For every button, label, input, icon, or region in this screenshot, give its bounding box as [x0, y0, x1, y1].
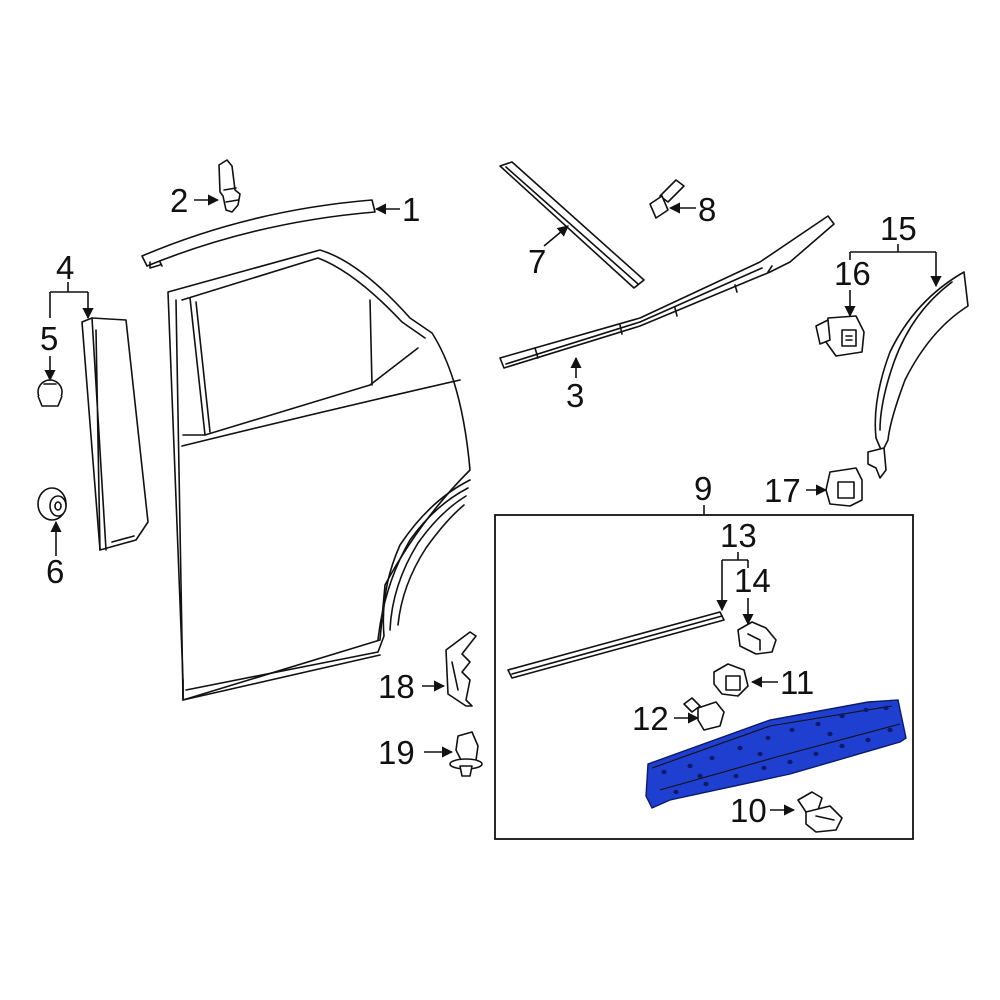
- callout-12: 12: [632, 700, 669, 737]
- panel-hole: [765, 735, 771, 741]
- panel-hole: [887, 727, 893, 733]
- panel-hole: [697, 773, 703, 779]
- panel-hole: [687, 763, 693, 769]
- panel-hole: [757, 751, 763, 757]
- part-11-clip: [713, 663, 749, 697]
- panel-hole: [673, 789, 679, 795]
- panel-hole: [839, 743, 845, 749]
- callout-19: 19: [378, 734, 415, 771]
- panel-hole: [733, 773, 739, 779]
- part-18-bracket: [445, 631, 477, 707]
- callout-11: 11: [780, 664, 814, 701]
- part-8-bolt: [649, 179, 685, 219]
- callout-15: 15: [880, 210, 917, 247]
- callout-10: 10: [730, 792, 767, 829]
- callout-8: 8: [698, 191, 716, 228]
- part-12-screw-clip: [683, 697, 725, 731]
- callout-1: 1: [402, 191, 420, 228]
- part-15-arch-molding: [867, 271, 969, 479]
- panel-hole: [709, 755, 715, 761]
- callout-13: 13: [720, 517, 757, 554]
- panel-hole: [865, 737, 871, 743]
- panel-hole: [883, 705, 889, 711]
- callout-9: 9: [694, 470, 712, 507]
- callout-6: 6: [46, 553, 64, 590]
- part-13-rocker-strip: [507, 611, 725, 679]
- callout-7: 7: [528, 243, 546, 280]
- panel-hole: [813, 751, 819, 757]
- callout-2: 2: [170, 182, 188, 219]
- panel-hole: [839, 713, 845, 719]
- rear-door-panel: [167, 249, 471, 701]
- panel-hole: [863, 707, 869, 713]
- part-16-clip: [815, 315, 865, 357]
- part-5-clip: [37, 379, 63, 407]
- part-7-weatherstrip: [499, 161, 645, 289]
- rocker-panel-highlight: [645, 699, 907, 809]
- panel-hole: [661, 769, 667, 775]
- part-4-pillar-garnish: [81, 317, 149, 551]
- callout-14: 14: [734, 562, 771, 599]
- panel-hole: [703, 781, 709, 787]
- part-6-grommet: [37, 487, 67, 521]
- callout-17: 17: [764, 472, 801, 509]
- leaders: [44, 194, 942, 816]
- part-2-pin-clip: [218, 159, 241, 213]
- callout-4: 4: [56, 249, 74, 286]
- part-10-push-clip: [797, 791, 843, 833]
- part-17-clip: [825, 467, 863, 507]
- callout-16: 16: [834, 255, 871, 292]
- callout-3: 3: [566, 377, 584, 414]
- panel-hole: [787, 759, 793, 765]
- panel-hole: [789, 727, 795, 733]
- callout-18: 18: [378, 668, 415, 705]
- part-14-clip: [737, 621, 777, 655]
- panel-hole: [737, 745, 743, 751]
- panel-hole: [815, 721, 821, 727]
- panel-hole: [827, 731, 833, 737]
- part-19-clip: [449, 731, 483, 777]
- part-3-belt-molding: [499, 215, 835, 369]
- callout-5: 5: [40, 320, 58, 357]
- panel-hole: [761, 765, 767, 771]
- callouts: 1 2 3 4 5 6 7 8 9 10 11 12 13 14 15 16 1…: [40, 182, 917, 829]
